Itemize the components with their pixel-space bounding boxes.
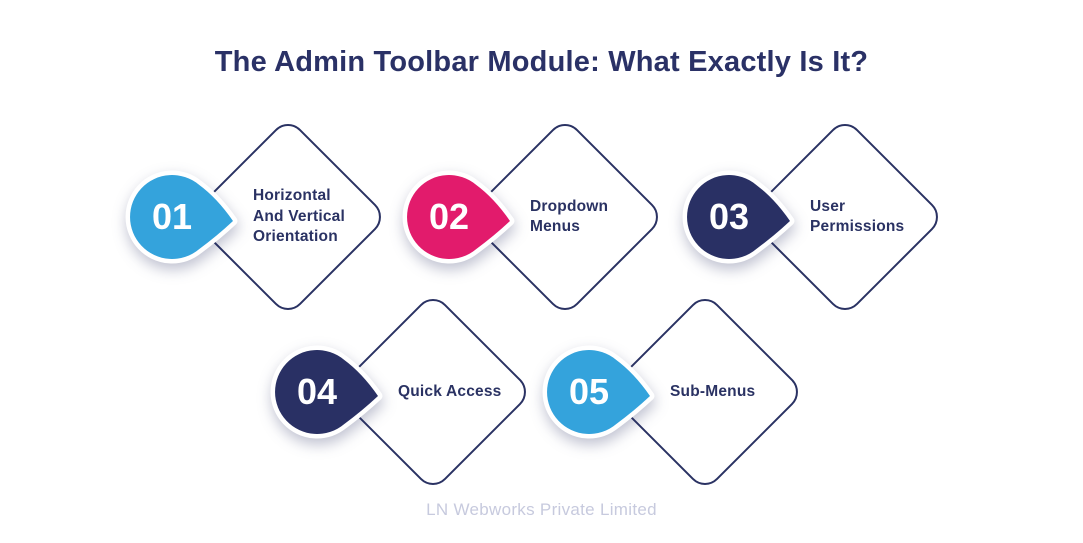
step-item-01: 01 Horizontal And Vertical Orientation (118, 116, 418, 318)
step-label: Horizontal And Vertical Orientation (253, 187, 345, 246)
step-label: Dropdown Menus (530, 197, 609, 235)
speech-bubble-icon (542, 345, 655, 439)
step-number: 01 (152, 196, 192, 237)
step-number: 02 (429, 196, 469, 237)
speech-bubble-icon (682, 170, 795, 264)
page-title: The Admin Toolbar Module: What Exactly I… (214, 46, 869, 78)
step-number: 04 (297, 371, 337, 412)
step-number-badge: 04 (270, 345, 383, 439)
step-item-02: 02 Dropdown Menus (395, 116, 695, 318)
footer-brand-text: LN Webworks Private Limited (426, 500, 657, 519)
step-number: 03 (709, 196, 749, 237)
step-number-badge: 03 (682, 170, 795, 264)
step-number-badge: 05 (542, 345, 655, 439)
speech-bubble-icon (125, 170, 238, 264)
step-label: Quick Access (398, 382, 502, 400)
step-number-badge: 01 (125, 170, 238, 264)
step-item-03: 03 User Permissions (675, 116, 975, 318)
speech-bubble-icon (270, 345, 383, 439)
step-label: Sub-Menus (670, 382, 756, 400)
step-item-05: 05 Sub-Menus (535, 291, 835, 493)
step-item-04: 04 Quick Access (263, 291, 563, 493)
step-number: 05 (569, 371, 609, 412)
step-number-badge: 02 (402, 170, 515, 264)
step-label: User Permissions (810, 197, 905, 235)
speech-bubble-icon (402, 170, 515, 264)
